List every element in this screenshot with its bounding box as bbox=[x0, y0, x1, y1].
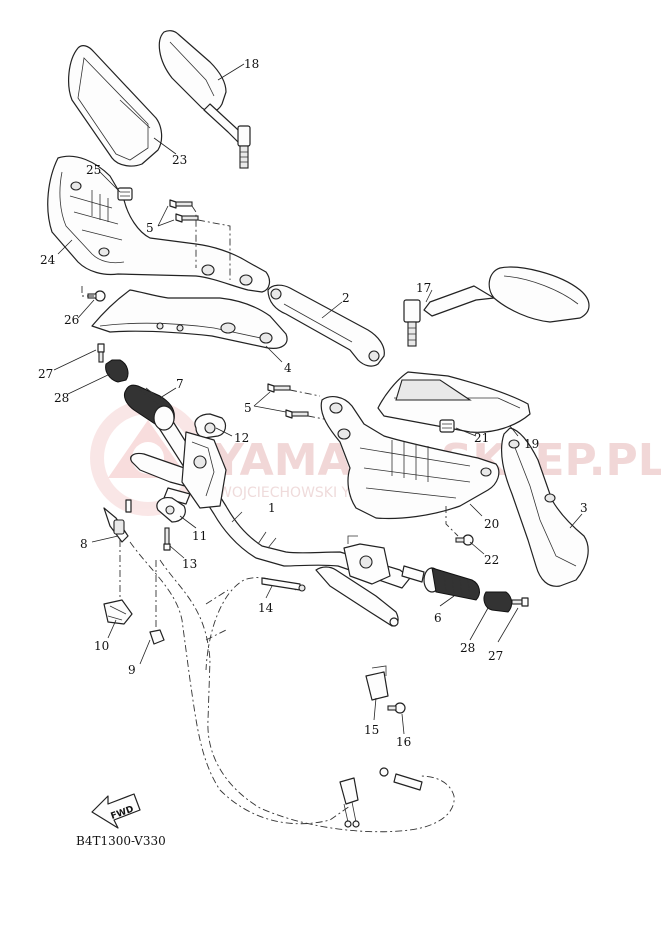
callout-22: 22 bbox=[484, 553, 499, 567]
part-4-left-guard-lower bbox=[91, 289, 288, 349]
part-20-right-guard-bracket bbox=[320, 396, 500, 520]
part-12-clamp bbox=[194, 413, 227, 439]
leader-lines bbox=[53, 63, 583, 735]
callout-20: 20 bbox=[484, 517, 499, 531]
callout-13: 13 bbox=[182, 557, 197, 571]
callout-4: 4 bbox=[284, 361, 292, 375]
part-9-clip bbox=[149, 629, 165, 645]
callout-labels: 1 2 3 4 5 5 6 7 8 9 10 11 12 13 14 15 16… bbox=[38, 57, 588, 749]
part-10-cable-holder bbox=[103, 599, 133, 625]
part-6-right-grip bbox=[401, 565, 480, 601]
part-18-left-mirror bbox=[158, 30, 251, 169]
part-14-cable bbox=[205, 577, 306, 671]
callout-1: 1 bbox=[268, 501, 276, 515]
callout-7: 7 bbox=[176, 377, 184, 391]
callout-10: 10 bbox=[94, 639, 109, 653]
callout-11: 11 bbox=[192, 529, 207, 543]
part-27-right-screw bbox=[511, 597, 529, 607]
part-11-clamp bbox=[156, 497, 186, 523]
part-22-bolt bbox=[445, 506, 474, 546]
callout-3: 3 bbox=[580, 501, 588, 515]
part-7-left-grip bbox=[123, 384, 175, 431]
part-13-screw bbox=[163, 527, 171, 551]
part-8-cable-adjuster bbox=[103, 499, 132, 543]
part-19-right-handguard-cover bbox=[377, 371, 531, 433]
callout-2: 2 bbox=[342, 291, 350, 305]
part-15-bracket bbox=[365, 665, 389, 701]
part-28-left-bar-weight bbox=[105, 359, 129, 383]
callout-6: 6 bbox=[434, 611, 442, 625]
callout-21: 21 bbox=[474, 431, 489, 445]
part-right-lever-assembly bbox=[315, 535, 399, 627]
part-26-bolt bbox=[81, 286, 106, 302]
callout-5-left: 5 bbox=[146, 221, 154, 235]
callout-28-left: 28 bbox=[54, 391, 69, 405]
callout-24: 24 bbox=[40, 253, 56, 267]
callout-14: 14 bbox=[258, 601, 274, 615]
callout-25: 25 bbox=[86, 163, 101, 177]
part-2-handlebar-clamp bbox=[267, 284, 385, 367]
callout-23: 23 bbox=[172, 153, 187, 167]
callout-26: 26 bbox=[64, 313, 79, 327]
part-5-screws-left bbox=[169, 199, 231, 280]
callout-5-right: 5 bbox=[244, 401, 252, 415]
part-24-left-guard-bracket bbox=[47, 155, 271, 293]
part-16-bolt bbox=[387, 702, 406, 714]
fwd-arrow-icon: FWD bbox=[91, 793, 141, 829]
callout-16: 16 bbox=[396, 735, 411, 749]
cable-routing bbox=[119, 540, 455, 833]
callout-8: 8 bbox=[80, 537, 88, 551]
diagram-reference-code: B4T1300-V330 bbox=[76, 834, 166, 848]
callout-27-left: 27 bbox=[38, 367, 53, 381]
part-21-clip-nut bbox=[439, 419, 455, 433]
part-28-right-bar-weight bbox=[483, 591, 513, 613]
callout-15: 15 bbox=[364, 723, 379, 737]
callout-9: 9 bbox=[128, 663, 136, 677]
part-25-clip-nut bbox=[117, 187, 133, 201]
part-23-handguard-cover bbox=[68, 45, 163, 167]
part-left-lever-assembly bbox=[130, 431, 227, 509]
part-17-right-mirror bbox=[403, 266, 590, 347]
part-27-left-screw bbox=[97, 343, 105, 363]
callout-18: 18 bbox=[244, 57, 259, 71]
callout-27-right: 27 bbox=[488, 649, 503, 663]
part-3-right-guard-lower bbox=[500, 427, 589, 587]
callout-28-right: 28 bbox=[460, 641, 475, 655]
cable-end-fittings bbox=[339, 767, 423, 828]
callout-17: 17 bbox=[416, 281, 431, 295]
callout-12: 12 bbox=[234, 431, 249, 445]
callout-19: 19 bbox=[524, 437, 539, 451]
